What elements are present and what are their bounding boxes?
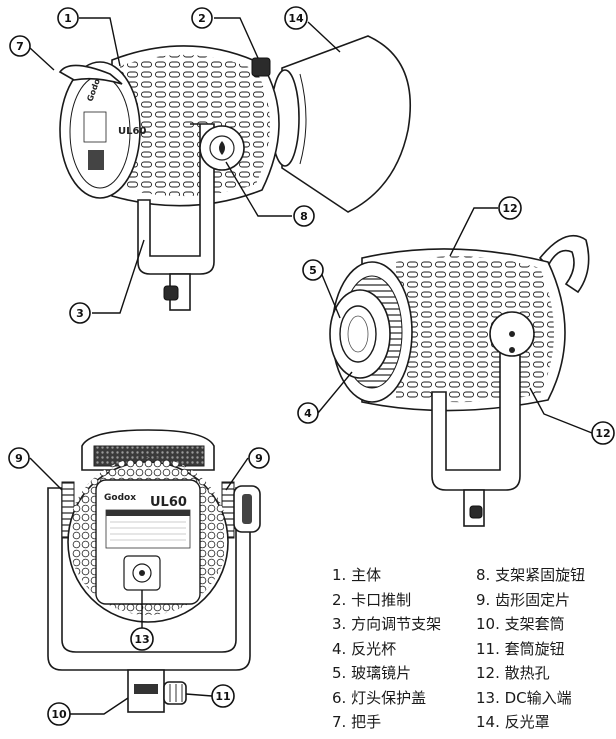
carry-handle (538, 235, 590, 294)
callout-3: 3 (69, 302, 91, 324)
legend-item-4: 4. 反光杯 (332, 639, 397, 658)
legend-item-6: 6. 灯头保护盖 (332, 688, 427, 707)
svg-text:9: 9 (15, 452, 23, 465)
svg-text:10: 10 (51, 708, 67, 721)
brand-logo-rear: Godox (104, 493, 136, 503)
legend-item-13: 13. DC输入端 (476, 688, 572, 707)
legend-item-11: 11. 套筒旋钮 (476, 639, 565, 658)
callout-14: 14 (284, 6, 308, 30)
legend-item-8: 8. 支架紧固旋钮 (476, 566, 586, 584)
legend-item-3: 3. 方向调节支架 (332, 615, 442, 633)
legend-item-9: 9. 齿形固定片 (476, 590, 571, 609)
callout-13: 13 (130, 627, 154, 651)
legend-item-5: 5. 玻璃镜片 (332, 664, 412, 682)
legend-item-14: 14. 反光罩 (476, 713, 550, 731)
callout-1: 1 (57, 7, 79, 29)
light-front-view: Godox UL60 (58, 35, 412, 311)
svg-text:2: 2 (198, 12, 206, 25)
parts-legend: 1. 主体 8. 支架紧固旋钮 2. 卡口推制 9. 齿形固定片 3. 方向调节… (332, 566, 614, 731)
reflector-shape (281, 35, 412, 213)
callout-9-right: 9 (248, 447, 270, 469)
svg-text:4: 4 (304, 407, 312, 420)
legend-item-2: 2. 卡口推制 (332, 590, 412, 609)
callout-7: 7 (9, 35, 31, 57)
legend-item-10: 10. 支架套筒 (476, 615, 565, 633)
light-rear-view: Godox UL60 (47, 429, 261, 713)
svg-text:13: 13 (134, 633, 149, 646)
svg-text:7: 7 (16, 40, 24, 53)
bayonet-release (251, 57, 271, 77)
svg-text:9: 9 (255, 452, 263, 465)
svg-text:14: 14 (288, 12, 304, 25)
svg-text:5: 5 (309, 264, 317, 277)
svg-text:3: 3 (76, 307, 84, 320)
callout-5: 5 (302, 259, 324, 281)
svg-text:8: 8 (300, 210, 308, 223)
handle-shape (58, 64, 123, 85)
light-side-view (329, 235, 590, 527)
svg-text:11: 11 (215, 690, 230, 703)
sleeve-knob (163, 681, 187, 705)
callout-4: 4 (297, 402, 319, 424)
leader-lines (29, 17, 593, 715)
callout-11: 11 (211, 684, 235, 708)
legend-item-1: 1. 主体 (332, 566, 382, 584)
svg-text:12: 12 (595, 427, 610, 440)
model-text-rear: UL60 (150, 495, 187, 510)
callout-12-bottom: 12 (591, 421, 615, 445)
callout-12-top: 12 (498, 196, 522, 220)
callout-2: 2 (191, 7, 213, 29)
glass-lens (339, 305, 377, 363)
callout-8: 8 (293, 205, 315, 227)
legend-item-7: 7. 把手 (332, 713, 382, 731)
model-text-front: UL60 (118, 126, 146, 137)
svg-text:1: 1 (64, 12, 72, 25)
svg-text:12: 12 (502, 202, 517, 215)
callout-9-left: 9 (8, 447, 30, 469)
legend-item-12: 12. 散热孔 (476, 664, 550, 682)
callout-10: 10 (47, 702, 71, 726)
